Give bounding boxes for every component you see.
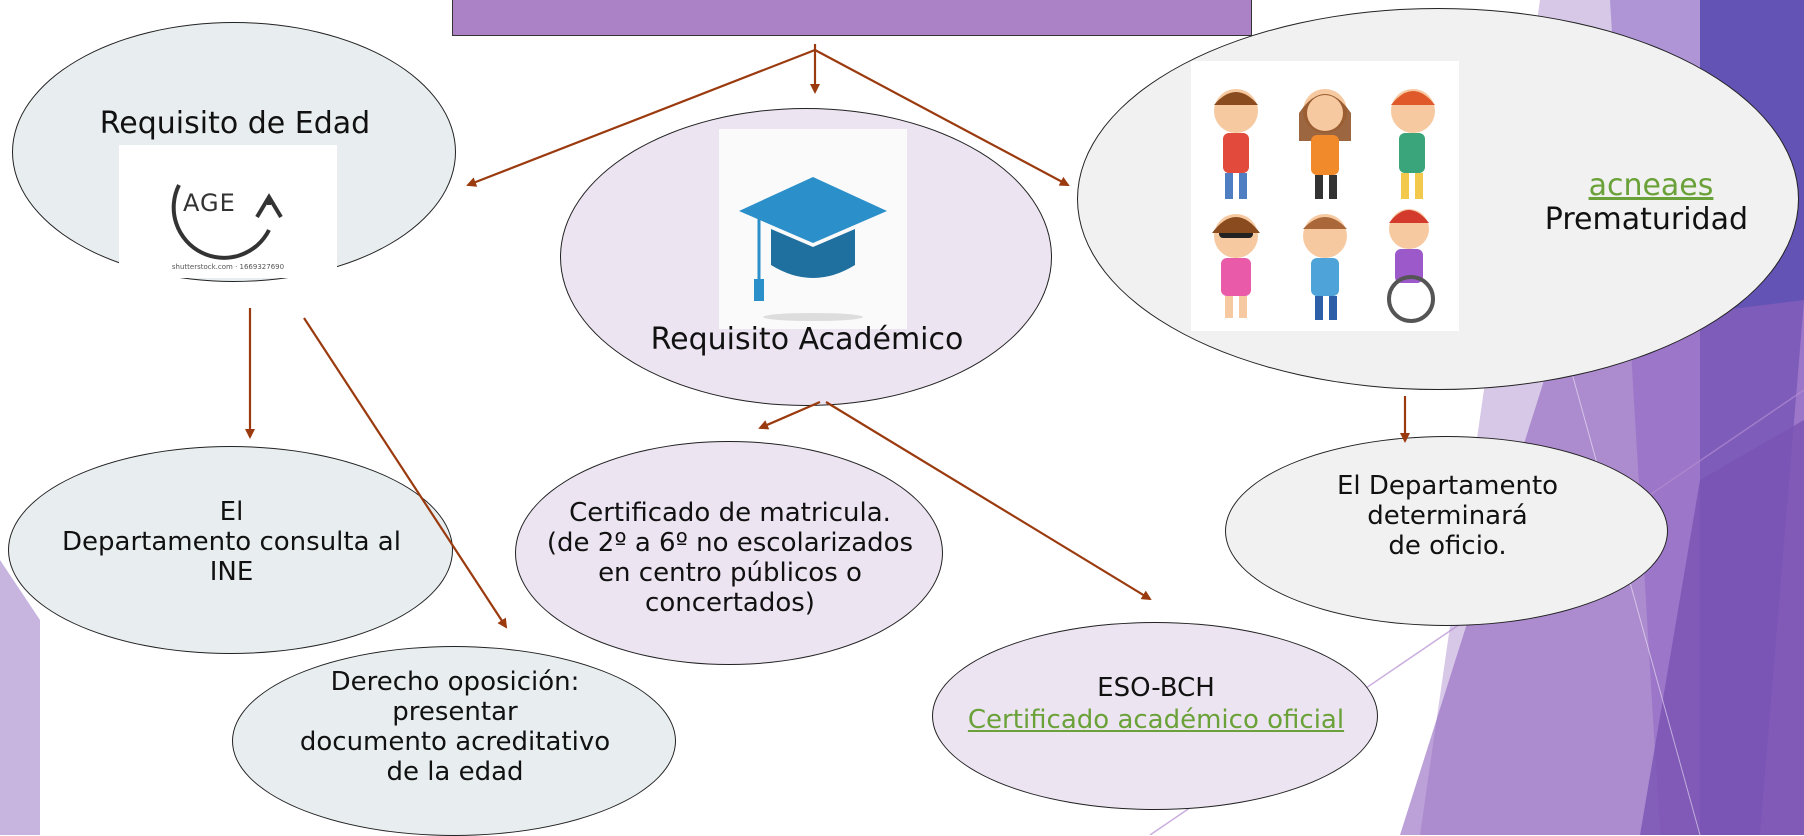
age-logo-text: AGE bbox=[183, 189, 236, 217]
acneaes-link[interactable]: acneaes bbox=[1588, 168, 1714, 203]
age-logo-image: AGE shutterstock.com · 1669327690 bbox=[119, 145, 337, 278]
prematuridad-label: Prematuridad bbox=[1544, 202, 1748, 237]
certificado-academico-link[interactable]: Certificado académico oficial bbox=[967, 705, 1345, 735]
node-acneaes: acneaes Prematuridad bbox=[1077, 8, 1799, 390]
node-eso-bch-title: ESO-BCH bbox=[1097, 673, 1215, 703]
node-eso-bch: ESO-BCH Certificado académico oficial bbox=[932, 622, 1378, 810]
image-credit: shutterstock.com · 1669327690 bbox=[171, 263, 285, 271]
node-departamento-oficio: El Departamento determinará de oficio. bbox=[1225, 436, 1668, 626]
node-derecho-oposicion: Derecho oposición: presentar documento a… bbox=[232, 646, 676, 836]
node-requisito-academico-title: Requisito Académico bbox=[650, 322, 964, 357]
graduation-cap-icon bbox=[719, 129, 907, 329]
node-requisito-academico: Requisito Académico bbox=[560, 108, 1052, 406]
header-box bbox=[452, 0, 1252, 36]
node-certificado-matricula: Certificado de matricula. (de 2º a 6º no… bbox=[515, 441, 943, 665]
node-derecho-oposicion-text: Derecho oposición: presentar documento a… bbox=[299, 667, 611, 787]
children-illustration bbox=[1191, 61, 1459, 331]
node-departamento-oficio-text: El Departamento determinará de oficio. bbox=[1336, 471, 1559, 561]
node-ine: El Departamento consulta al INE bbox=[8, 446, 453, 654]
node-requisito-edad-title: Requisito de Edad bbox=[99, 106, 371, 141]
node-certificado-matricula-text: Certificado de matricula. (de 2º a 6º no… bbox=[546, 498, 914, 618]
node-requisito-edad: Requisito de Edad AGE shutterstock.com ·… bbox=[12, 22, 456, 282]
node-ine-text: El Departamento consulta al INE bbox=[62, 497, 401, 587]
